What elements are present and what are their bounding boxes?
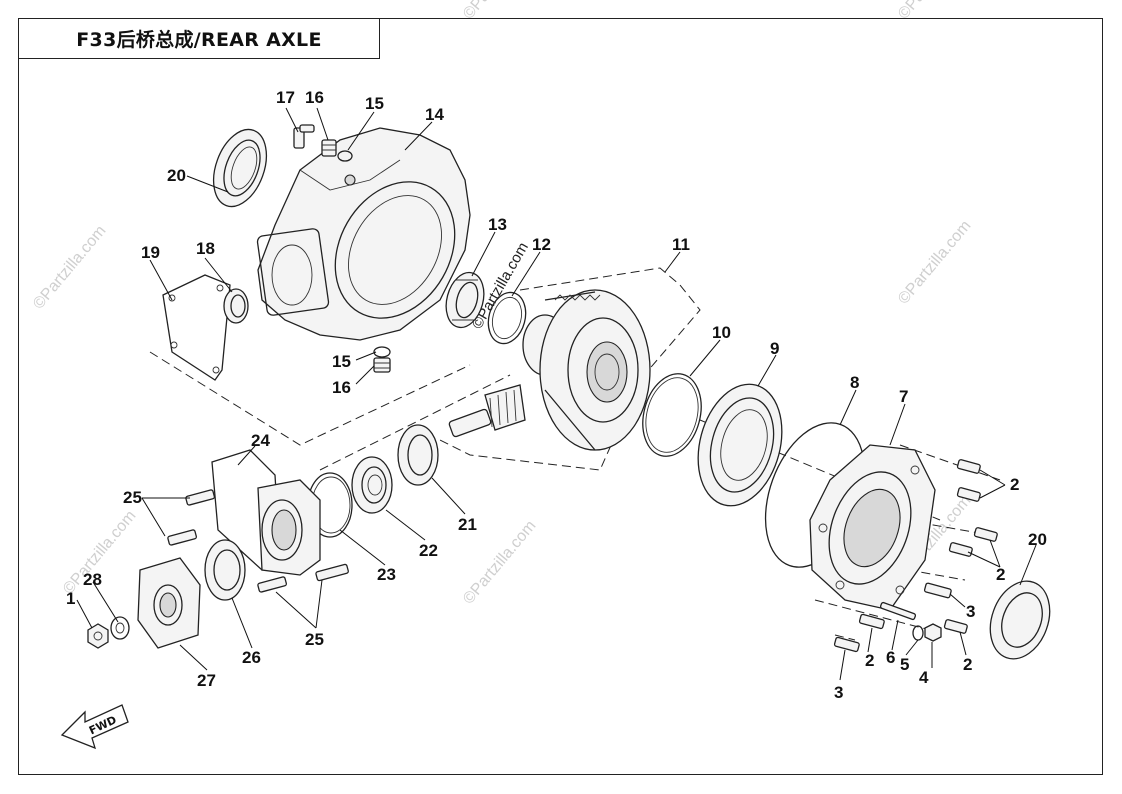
callout-22: 22 <box>419 541 438 560</box>
diagram-frame <box>18 18 1103 775</box>
callout-2: 2 <box>865 651 874 670</box>
cover-gasket <box>162 274 231 381</box>
callout-10: 10 <box>712 323 731 342</box>
title-box <box>18 18 380 59</box>
watermark: ©Partzilla.com <box>460 0 539 23</box>
needle-bearing <box>223 288 249 324</box>
watermark: ©Partzilla.com <box>895 0 974 23</box>
callout-3: 3 <box>834 683 843 702</box>
callout-23: 23 <box>377 565 396 584</box>
drain-plug-top <box>321 139 337 157</box>
bolts-left <box>167 489 349 593</box>
flange-washer <box>110 616 130 640</box>
washer-5 <box>912 625 924 641</box>
callout-24: 24 <box>251 431 270 450</box>
ball-bearing-13 <box>445 271 485 329</box>
callout-11: 11 <box>672 235 690 254</box>
callout-15: 15 <box>365 94 384 113</box>
callout-18: 18 <box>196 239 215 258</box>
callout-labels: 17 16 15 14 20 19 18 13 12 11 10 9 8 7 1… <box>66 88 1047 702</box>
callout-27: 27 <box>197 671 216 690</box>
callout-4: 4 <box>919 668 929 687</box>
callout-15: 15 <box>332 352 351 371</box>
forward-direction-arrow: FWD <box>60 704 129 750</box>
bolts-right <box>833 459 998 653</box>
pinion-oil-seal <box>204 539 246 601</box>
stud-bolt <box>879 601 917 621</box>
flange-nut <box>87 623 109 649</box>
callout-16: 16 <box>332 378 351 397</box>
callout-28: 28 <box>83 570 102 589</box>
callout-9: 9 <box>770 339 779 358</box>
callout-1: 1 <box>66 589 75 608</box>
leader-lines <box>76 107 1037 681</box>
callout-20: 20 <box>167 166 186 185</box>
callout-20: 20 <box>1028 530 1047 549</box>
breather-fitting <box>293 124 315 149</box>
nut-4 <box>924 623 942 642</box>
output-flange <box>137 557 201 649</box>
pinion-housing <box>211 449 321 576</box>
housing-cover <box>809 444 936 611</box>
oil-seal-left <box>212 128 268 208</box>
o-ring-10 <box>642 373 702 457</box>
callout-8: 8 <box>850 373 859 392</box>
callout-12: 12 <box>532 235 551 254</box>
callout-25: 25 <box>305 630 324 649</box>
ball-bearing-22 <box>351 456 393 514</box>
callout-2: 2 <box>1010 475 1019 494</box>
drain-plug-bottom <box>373 357 391 373</box>
callout-25: 25 <box>123 488 142 507</box>
callout-5: 5 <box>900 655 909 674</box>
callout-6: 6 <box>886 648 895 667</box>
callout-26: 26 <box>242 648 261 667</box>
callout-7: 7 <box>899 387 908 406</box>
callout-16: 16 <box>305 88 324 107</box>
callout-13: 13 <box>488 215 507 234</box>
diagram-title: F33后桥总成/REAR AXLE <box>76 29 322 51</box>
callout-2: 2 <box>996 565 1005 584</box>
oil-seal-right <box>989 580 1051 660</box>
tapered-bearing-21 <box>397 424 439 486</box>
drive-pinion <box>448 384 526 438</box>
callout-21: 21 <box>458 515 477 534</box>
callout-3: 3 <box>966 602 975 621</box>
ring-gear-differential <box>522 289 651 451</box>
washer-top <box>337 150 353 162</box>
ball-bearing-9 <box>697 383 783 507</box>
watermark: ©Partzilla.com <box>30 222 109 312</box>
washer-bottom <box>373 346 391 358</box>
callout-17: 17 <box>276 88 295 107</box>
callout-19: 19 <box>141 243 160 262</box>
watermark: ©Partzilla.com <box>895 217 974 307</box>
callout-14: 14 <box>425 105 444 124</box>
callout-2: 2 <box>963 655 972 674</box>
axle-housing <box>256 127 471 341</box>
